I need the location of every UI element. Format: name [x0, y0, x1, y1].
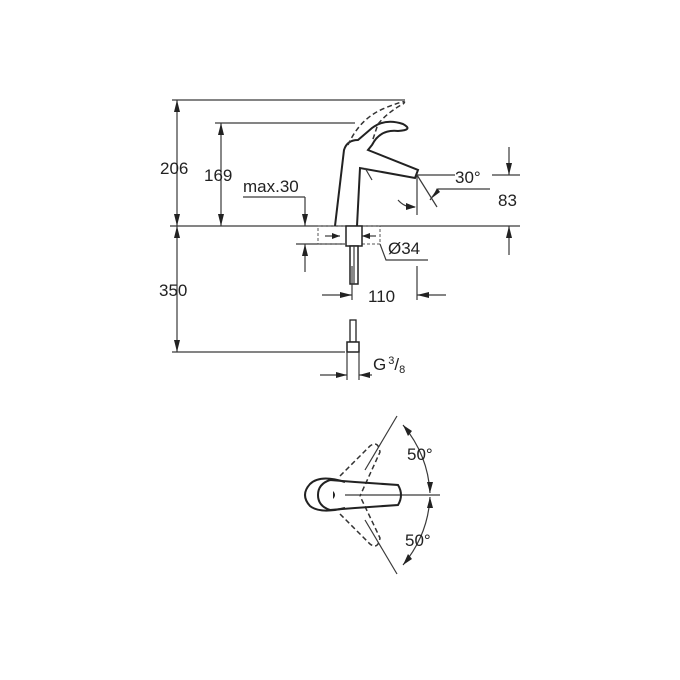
label-83: 83 [498, 191, 517, 210]
label-350: 350 [159, 281, 187, 300]
label-110: 110 [368, 287, 395, 306]
label-diameter-34: Ø34 [388, 239, 420, 258]
dimension-max-deck: max.30 [243, 177, 345, 272]
faucet-top-view: 50° 50° [304, 415, 440, 575]
dimension-spout-angle: 30° [397, 168, 490, 215]
dimension-spout-height: 169 [204, 123, 232, 226]
label-rotation-upper: 50° [407, 445, 433, 464]
label-rotation-lower: 50° [405, 531, 431, 550]
dimension-overall-height: 206 350 [159, 100, 188, 352]
label-206: 206 [160, 159, 188, 178]
label-max-30: max.30 [243, 177, 299, 196]
label-30-degrees: 30° [455, 168, 481, 187]
dimension-reach: 110 [322, 266, 446, 306]
dimension-outlet-height: 83 [492, 147, 520, 255]
label-169: 169 [204, 166, 232, 185]
dimension-hole-diameter: Ø34 [379, 239, 428, 261]
faucet-side [334, 101, 420, 353]
